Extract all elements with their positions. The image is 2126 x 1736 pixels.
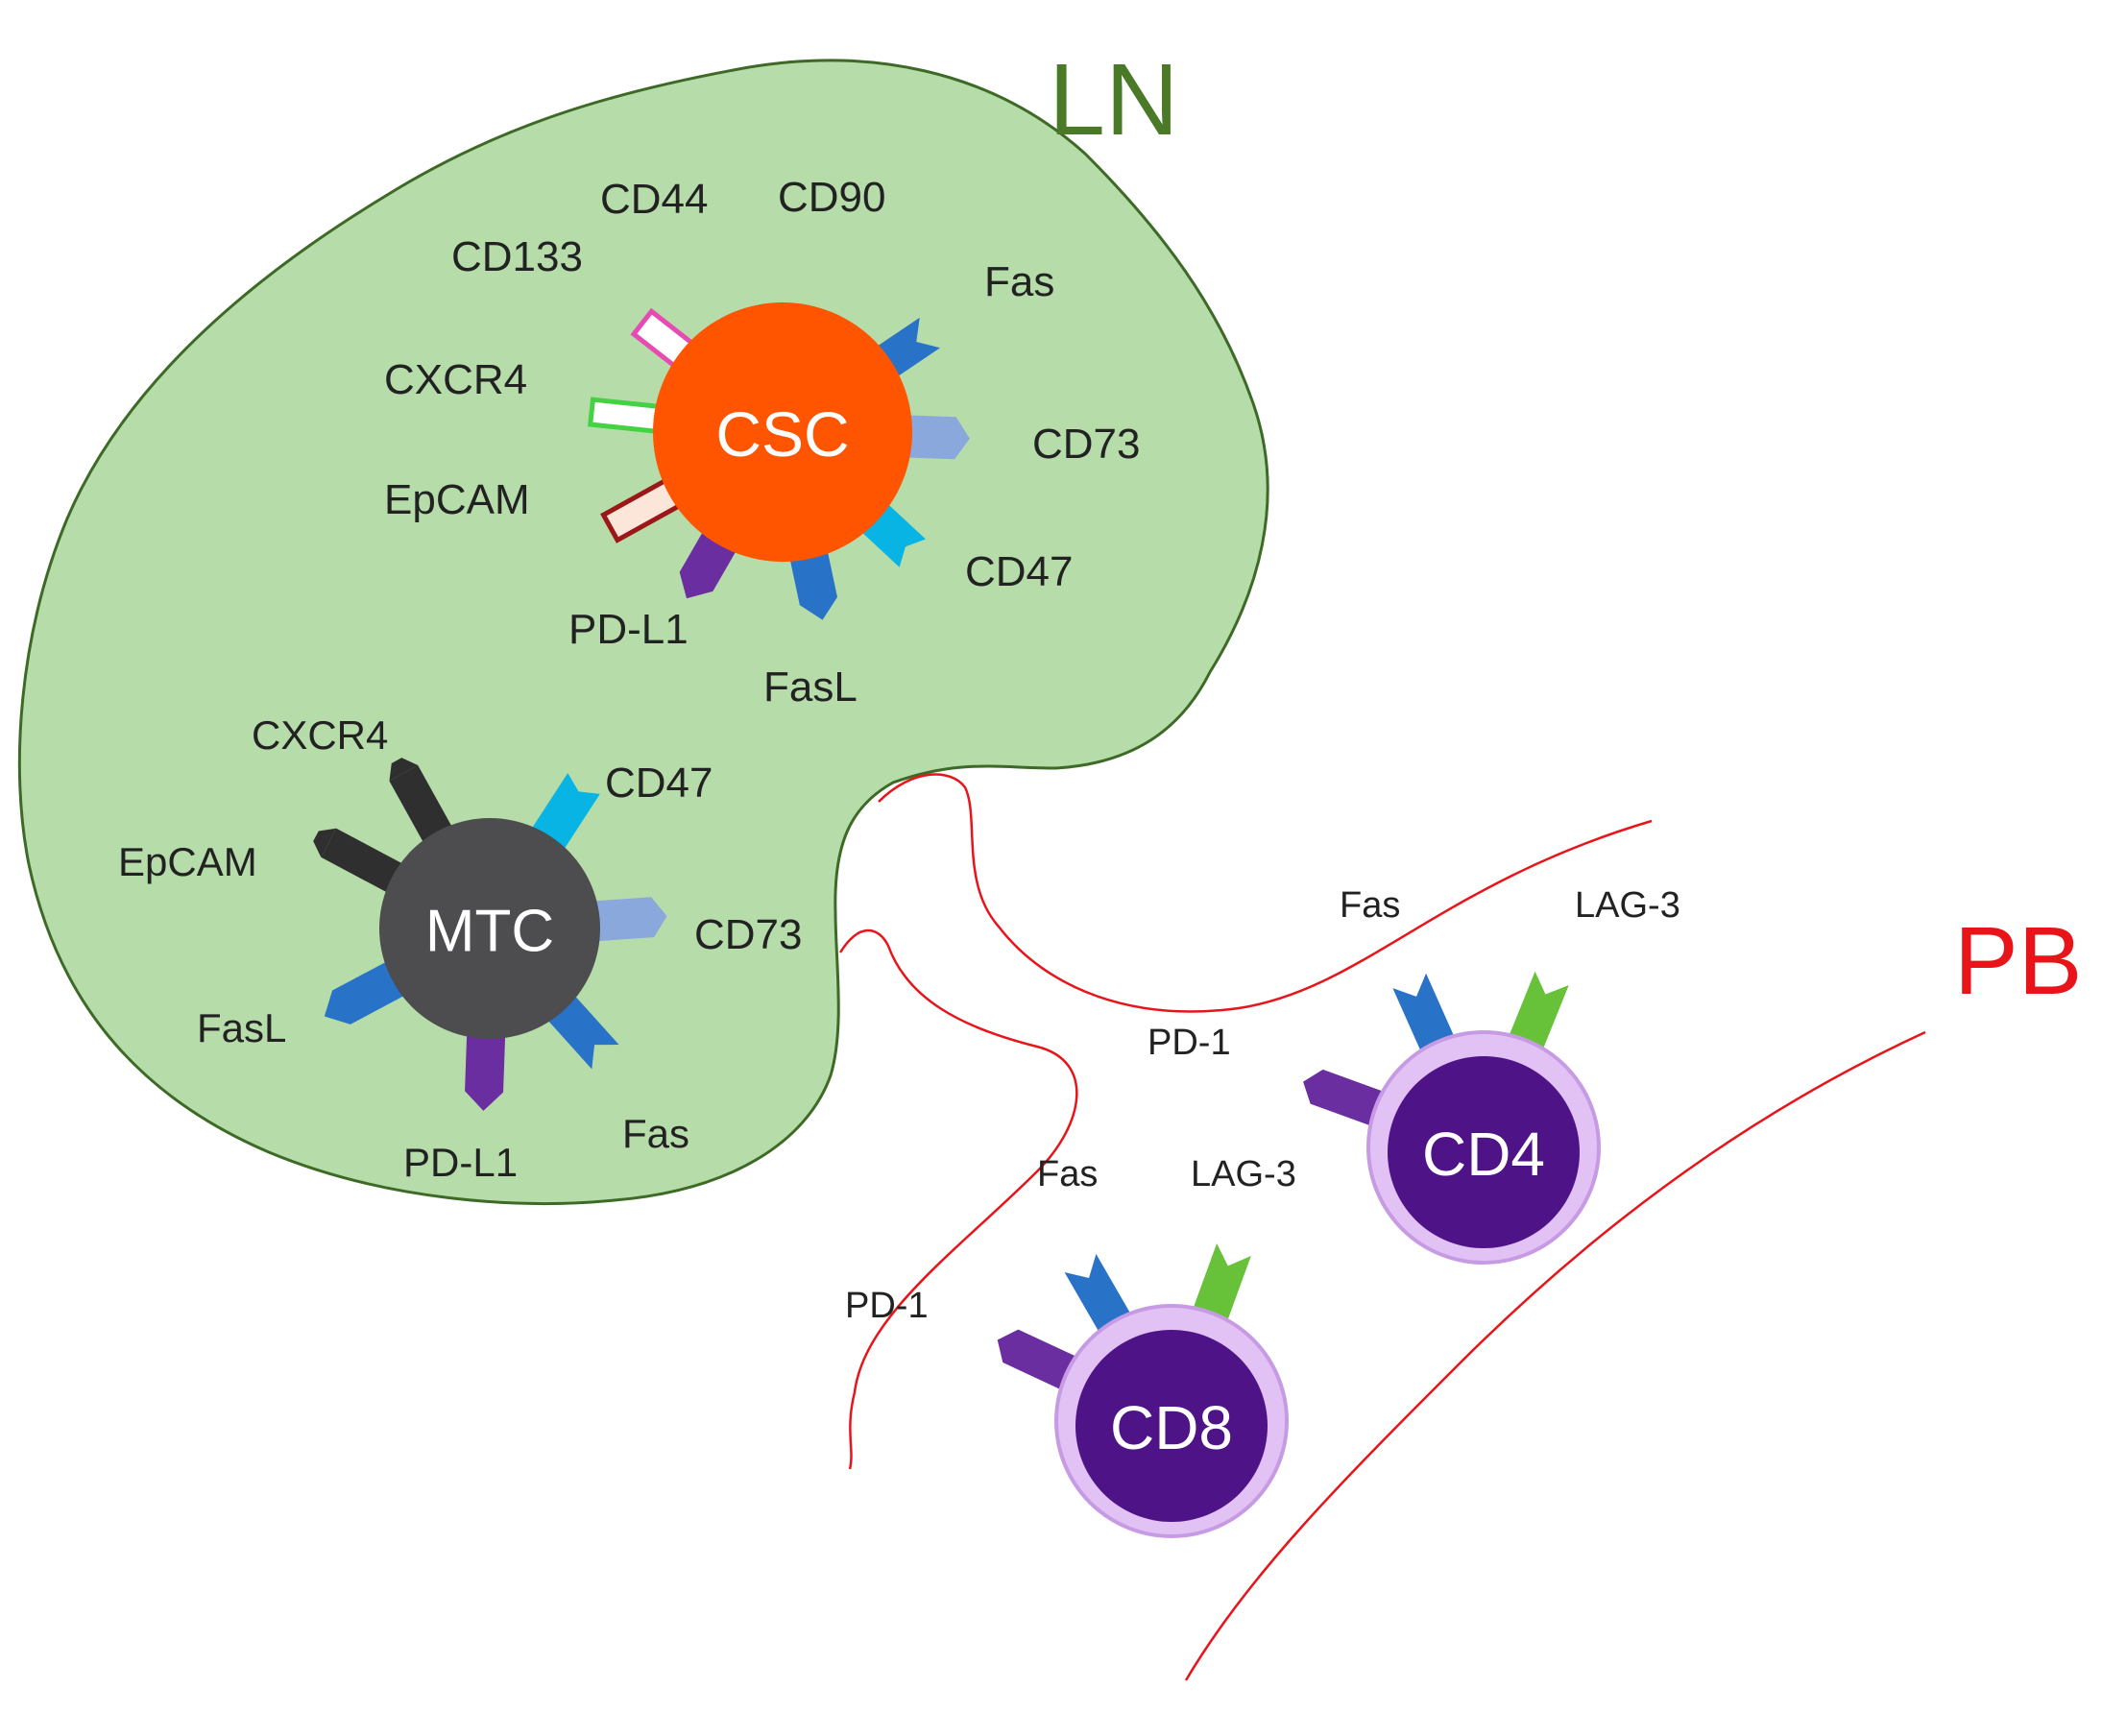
vessel-outer-line xyxy=(1184,1030,1926,1681)
mtc-epcam-label: EpCAM xyxy=(118,839,257,884)
pb-label: PB xyxy=(1954,907,2082,1015)
csc-cell xyxy=(653,302,912,562)
cd4-pd1-label: PD-1 xyxy=(1148,1023,1231,1063)
csc-fasl-label: FasL xyxy=(763,663,858,711)
csc-cd47-label: CD47 xyxy=(965,548,1074,595)
cd8-cell xyxy=(1075,1330,1268,1522)
csc-epcam-label: EpCAM xyxy=(384,476,530,523)
vessel-lower-line xyxy=(838,928,1078,1470)
mtc-fas-label: Fas xyxy=(622,1111,689,1156)
cd4-lag3-receptor xyxy=(1506,971,1569,1057)
cd4-pd1-receptor xyxy=(1303,1069,1391,1129)
mtc-pdl1-receptor xyxy=(465,1022,506,1111)
cd8-lag3-receptor xyxy=(1190,1242,1251,1329)
cd4-label: CD4 xyxy=(1422,1120,1545,1189)
cd4-fas-label: Fas xyxy=(1340,885,1400,926)
cd4-lag3-label: LAG-3 xyxy=(1575,885,1680,926)
vessel-upper-line xyxy=(878,773,1653,1013)
mtc-epcam-receptor xyxy=(313,828,413,899)
mtc-pdl1-label: PD-L1 xyxy=(403,1140,518,1185)
mtc-cd47-label: CD47 xyxy=(605,760,713,807)
csc-cxcr4-label: CXCR4 xyxy=(384,356,527,403)
mtc-cd73-label: CD73 xyxy=(694,911,803,958)
csc-cd73-label: CD73 xyxy=(1032,421,1141,468)
mtc-cd73-receptor xyxy=(582,897,667,943)
cd8-pd1-receptor xyxy=(997,1329,1084,1393)
cd4-cell xyxy=(1388,1056,1580,1248)
mtc-fasl-label: FasL xyxy=(197,1005,286,1050)
mtc-cell xyxy=(379,818,600,1039)
cd8-pd1-label: PD-1 xyxy=(845,1286,929,1326)
ln-label: LN xyxy=(1049,43,1179,157)
cd8-fas-label: Fas xyxy=(1037,1154,1098,1194)
csc-cd44-label: CD44 xyxy=(600,176,709,223)
csc-cd90-label: CD90 xyxy=(778,174,886,221)
csc-fas-label: Fas xyxy=(984,258,1054,305)
csc-label: CSC xyxy=(715,398,849,470)
mtc-cxcr4-label: CXCR4 xyxy=(252,712,388,758)
mtc-label: MTC xyxy=(425,899,554,965)
cd4-fas-receptor xyxy=(1392,973,1458,1059)
csc-cd133-label: CD133 xyxy=(451,233,583,280)
csc-pdl1-label: PD-L1 xyxy=(568,606,689,653)
cd8-lag3-label: LAG-3 xyxy=(1191,1154,1296,1194)
lymph-node-region xyxy=(17,59,1269,1205)
cd8-label: CD8 xyxy=(1110,1393,1233,1462)
